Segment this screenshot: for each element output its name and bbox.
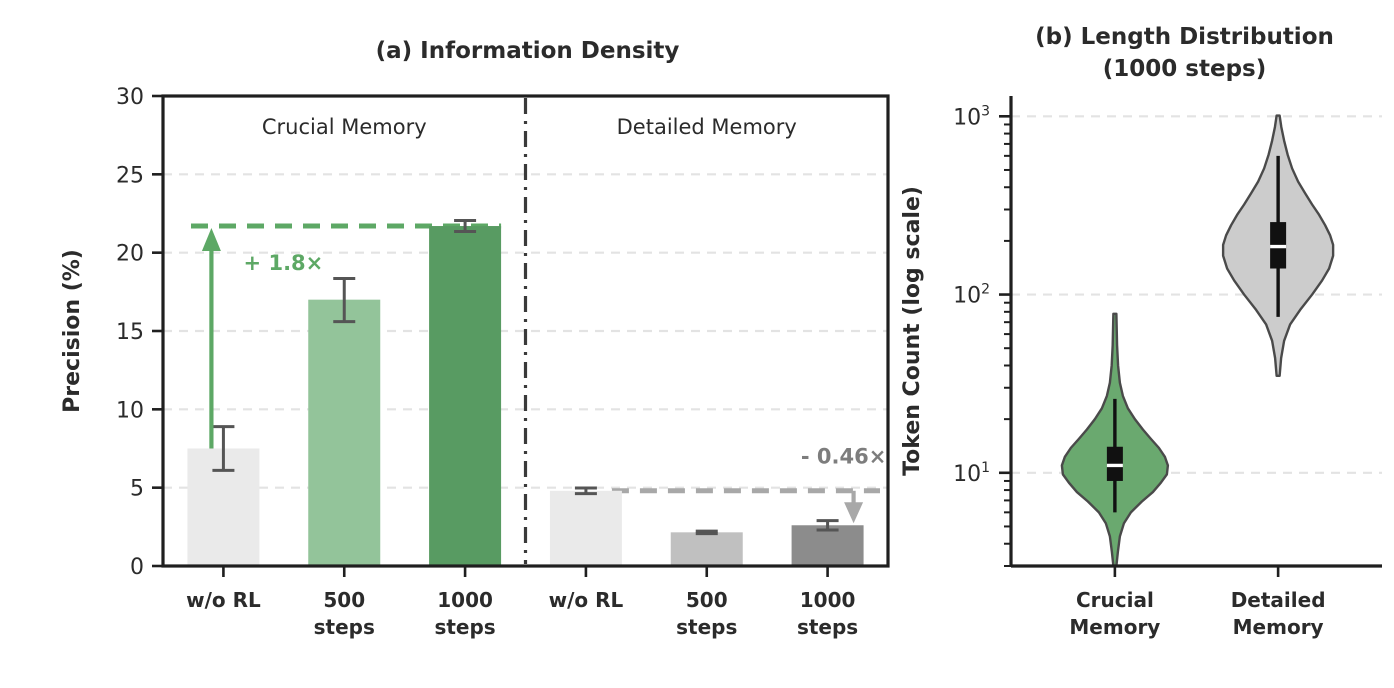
panel-b-gridlines (1011, 115, 1382, 474)
x-tick-label-line2: steps (797, 615, 858, 639)
y-tick-label: 20 (116, 242, 144, 267)
x-tick-label-line2: steps (434, 615, 495, 639)
y-tick-label: 25 (116, 163, 144, 188)
bar (791, 525, 864, 566)
x-tick-label-line1: w/o RL (186, 588, 261, 612)
group-label-detailed: Detailed Memory (617, 115, 797, 139)
x-tick-label-line2: steps (314, 615, 375, 639)
annotation-arrow-down-head (844, 502, 864, 524)
bar (549, 490, 622, 566)
panel-b-title-line2: (1000 steps) (1103, 56, 1266, 82)
panel-a-title: (a) Information Density (376, 38, 680, 64)
annotation-label-gray: - 0.46× (801, 444, 886, 468)
panel-a-annotations: + 1.8× - 0.46× (201, 228, 886, 524)
y-tick-label: 102 (953, 282, 990, 309)
panel-a-group-labels: Crucial Memory Detailed Memory (262, 115, 797, 139)
x-tick-label-line1: Crucial (1076, 588, 1154, 612)
bar (308, 299, 381, 566)
panel-a-gridlines (163, 173, 888, 489)
x-tick-label-line1: 1000 (437, 588, 493, 612)
group-label-crucial: Crucial Memory (262, 115, 427, 139)
y-tick-label: 0 (130, 555, 144, 580)
y-tick-label: 10 (116, 398, 144, 423)
x-tick-label-line1: w/o RL (549, 588, 624, 612)
panel-b-title-line1: (b) Length Distribution (1035, 24, 1334, 50)
x-tick-label-line1: 1000 (800, 588, 856, 612)
bar (670, 532, 743, 566)
panel-b-violins (1060, 114, 1335, 568)
panel-b-spines (1009, 96, 1382, 568)
x-tick-label-line2: Memory (1233, 615, 1324, 639)
panel-a: (a) Information Density + 1.8× - 0.46× Cruc… (60, 38, 890, 639)
panel-b: (b) Length Distribution(1000 steps)10110… (900, 24, 1382, 639)
panel-b-ylabel: Token Count (log scale) (900, 186, 925, 476)
y-tick-label: 30 (116, 85, 144, 110)
panel-b-y-ticks: 101 102 103 (953, 103, 1011, 567)
panel-a-error-bars (212, 219, 839, 536)
x-tick-label-line2: steps (676, 615, 737, 639)
x-tick-label-line1: 500 (686, 588, 728, 612)
bar (429, 226, 502, 567)
y-tick-label: 101 (953, 460, 990, 487)
x-tick-label-line1: Detailed (1231, 588, 1326, 612)
y-tick-label: 103 (953, 103, 990, 130)
y-tick-label: 15 (116, 320, 144, 345)
annotation-arrow-up-head (201, 228, 221, 252)
annotation-label-green: + 1.8× (244, 251, 324, 275)
y-tick-label: 5 (130, 477, 144, 502)
x-tick-label-line1: 500 (323, 588, 365, 612)
panel-a-ylabel: Precision (%) (60, 249, 85, 413)
panel-a-bars (187, 226, 864, 567)
panel-a-x-ticks: w/o RL 500 steps 1000 steps w/o RL 500 steps 100… (186, 566, 858, 639)
violin-crucial-memory (1060, 312, 1170, 568)
violin-detailed-memory (1221, 114, 1335, 378)
x-tick-label-line2: Memory (1069, 615, 1160, 639)
